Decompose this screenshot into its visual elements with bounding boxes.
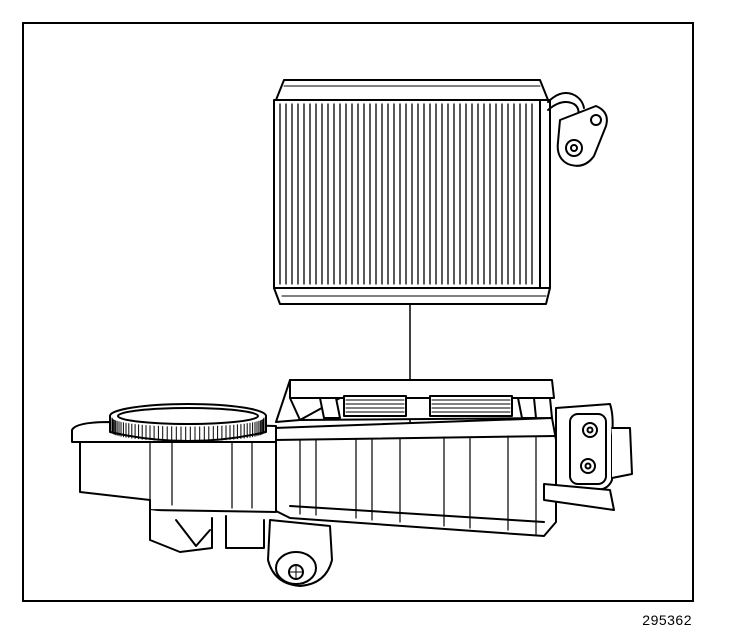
side-mount-plate <box>543 403 633 511</box>
illustration-frame <box>22 22 694 602</box>
lower-mount <box>267 519 333 587</box>
figure-number: 295362 <box>642 612 692 628</box>
blower-housing <box>71 403 277 553</box>
evaporator-pipe-bracket <box>547 92 608 167</box>
hvac-case <box>273 379 557 537</box>
evaporator-core <box>273 79 551 305</box>
